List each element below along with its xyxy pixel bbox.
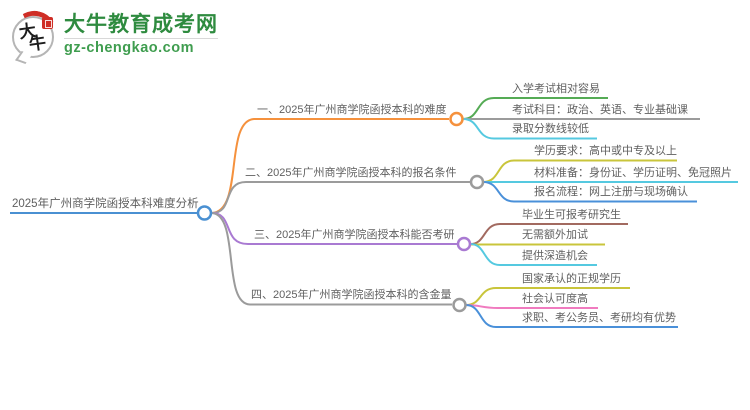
branch-1-label[interactable]: 一、2025年广州商学院函授本科的难度 — [257, 104, 447, 116]
branch-2-leaf-3-connector-path — [483, 181, 697, 203]
logo-site-name: 大牛教育成考网 — [64, 12, 218, 36]
branch-1-leaf-3-connector-path — [462, 118, 597, 140]
branch-4-leaf-1-label[interactable]: 国家承认的正规学历 — [522, 273, 621, 285]
branch-2-collapse-circle[interactable] — [469, 174, 485, 190]
branch-3-leaf-1-label[interactable]: 毕业生可报考研究生 — [522, 209, 621, 221]
logo-divider — [64, 37, 218, 39]
branch-4-connector-path — [211, 212, 452, 306]
branch-3-collapse-circle[interactable] — [456, 236, 472, 252]
logo-red-seal-icon — [42, 17, 53, 29]
root-node-label[interactable]: 2025年广州商学院函授本科难度分析 — [12, 198, 199, 210]
root-collapse-circle[interactable] — [196, 205, 213, 221]
branch-1-connector-path — [211, 118, 449, 214]
branch-4-leaf-3-label[interactable]: 求职、考公务员、考研均有优势 — [522, 312, 676, 324]
branch-3-leaf-2-label[interactable]: 无需额外加试 — [522, 229, 588, 241]
branch-2-label[interactable]: 二、2025年广州商学院函授本科的报名条件 — [245, 167, 457, 179]
branch-2-connector-path — [211, 181, 470, 214]
branch-2-leaf-2-label[interactable]: 材料准备：身份证、学历证明、免冠照片 — [534, 167, 732, 179]
branch-1-leaf-1-label[interactable]: 入学考试相对容易 — [512, 83, 600, 95]
daniu-speech-bubble-icon: 大 牛 — [9, 6, 61, 65]
branch-1-leaf-3-label[interactable]: 录取分数线较低 — [512, 123, 589, 135]
branch-4-leaf-2-label[interactable]: 社会认可度高 — [522, 293, 588, 305]
branch-1-leaf-2-label[interactable]: 考试科目：政治、英语、专业基础课 — [512, 104, 688, 116]
branch-3-leaf-1-connector-path — [470, 223, 628, 245]
site-logo: 大 牛 大牛教育成考网 gz-chengkao.com — [9, 6, 218, 65]
branch-4-label[interactable]: 四、2025年广州商学院函授本科的含金量 — [251, 289, 452, 301]
branch-4-leaf-3-connector-path — [465, 304, 678, 328]
branch-3-label[interactable]: 三、2025年广州商学院函授本科能否考研 — [254, 229, 455, 241]
branch-4-collapse-circle[interactable] — [452, 297, 467, 313]
logo-text-block: 大牛教育成考网 gz-chengkao.com — [64, 13, 218, 56]
logo-domain-url: gz-chengkao.com — [64, 39, 194, 56]
branch-1-collapse-circle[interactable] — [449, 111, 464, 127]
branch-3-leaf-3-label[interactable]: 提供深造机会 — [522, 250, 588, 262]
branch-3-leaf-3-connector-path — [470, 243, 597, 266]
branch-2-leaf-1-label[interactable]: 学历要求：高中或中专及以上 — [534, 145, 677, 157]
branch-2-leaf-3-label[interactable]: 报名流程：网上注册与现场确认 — [534, 186, 688, 198]
